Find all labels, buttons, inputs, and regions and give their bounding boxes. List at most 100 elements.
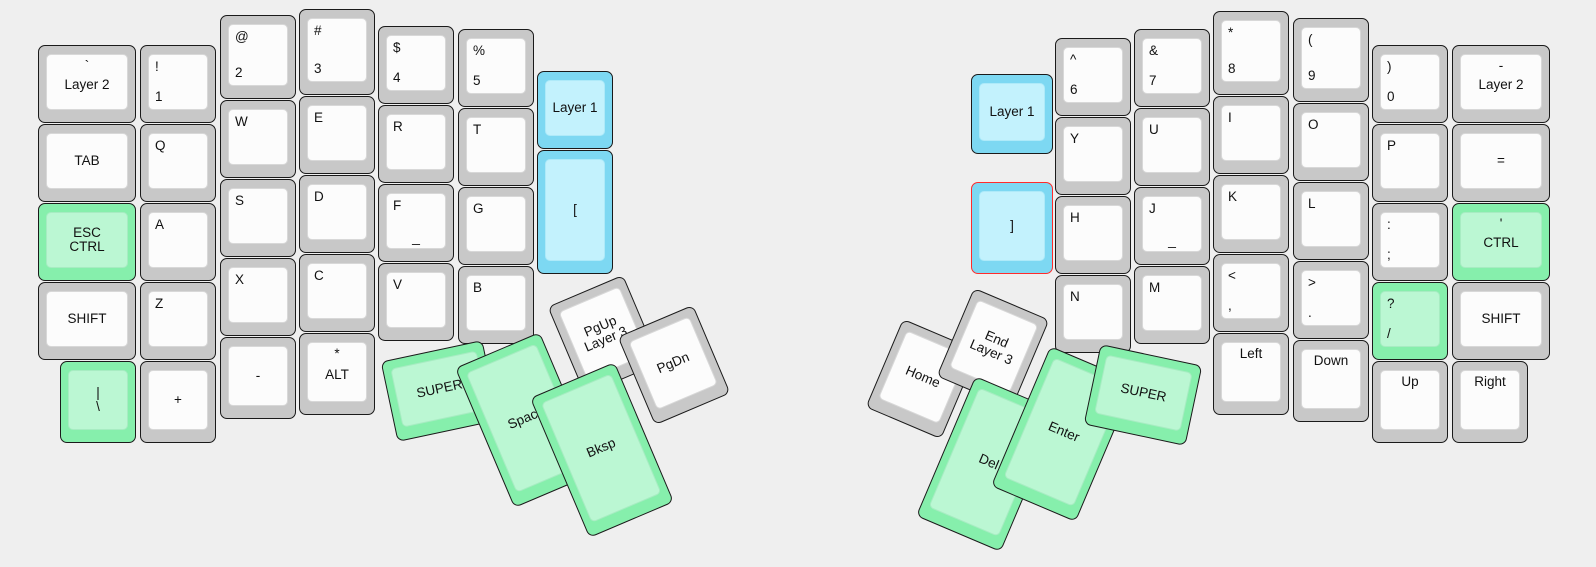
k-t[interactable]: T xyxy=(458,108,534,186)
k-right-cap: Right xyxy=(1460,370,1520,430)
k-s[interactable]: S xyxy=(220,179,296,257)
k-r[interactable]: R xyxy=(378,105,454,183)
k-equal[interactable]: = xyxy=(1452,124,1550,202)
k-semicolon-legend-bottom: ; xyxy=(1387,246,1391,262)
k-j-cap: J_ xyxy=(1142,196,1202,252)
k-left-legend: Left xyxy=(1239,346,1263,361)
k-left[interactable]: Left xyxy=(1213,333,1289,415)
k-a[interactable]: A xyxy=(140,203,216,281)
k-down[interactable]: Down xyxy=(1293,340,1369,422)
k-c[interactable]: C xyxy=(299,254,375,332)
k-quote-ctrl[interactable]: ' CTRL xyxy=(1452,203,1550,281)
k-m[interactable]: M xyxy=(1134,266,1210,344)
k-g[interactable]: G xyxy=(458,187,534,265)
k-i-cap: I xyxy=(1221,105,1281,161)
k-shift-l-legend-bottom: SHIFT xyxy=(67,310,107,326)
k-3[interactable]: #3 xyxy=(299,9,375,95)
k-8[interactable]: *8 xyxy=(1213,11,1289,95)
k-a-legend-top: A xyxy=(155,217,165,232)
k-2[interactable]: @2 xyxy=(220,15,296,99)
k-y[interactable]: Y xyxy=(1055,117,1131,195)
k-0[interactable]: )0 xyxy=(1372,45,1448,123)
k-m-cap: M xyxy=(1142,275,1202,331)
k-7-legend-top: & xyxy=(1149,43,1159,58)
k-j[interactable]: J_ xyxy=(1134,187,1210,265)
k-v[interactable]: V xyxy=(378,263,454,341)
k-minus-layer2[interactable]: -Layer 2 xyxy=(1452,45,1550,123)
k-quote-ctrl-legend-bottom: CTRL xyxy=(1483,235,1519,251)
k-pipe-bslash[interactable]: |\ xyxy=(60,361,136,443)
k-s-cap: S xyxy=(228,188,288,244)
k-z[interactable]: Z xyxy=(140,282,216,360)
k-4-cap: $4 xyxy=(386,35,446,91)
k-lbracket[interactable]: [ xyxy=(537,150,613,274)
k-plus-legend-bottom: + xyxy=(174,391,182,407)
k-7[interactable]: &7 xyxy=(1134,29,1210,107)
k-comma[interactable]: <, xyxy=(1213,254,1289,332)
k-0-cap: )0 xyxy=(1380,54,1440,110)
k-1[interactable]: !1 xyxy=(140,45,216,123)
k-u[interactable]: U xyxy=(1134,108,1210,186)
k-h[interactable]: H xyxy=(1055,196,1131,274)
k-k-cap: K xyxy=(1221,184,1281,240)
k-rbracket[interactable]: ] xyxy=(971,182,1053,274)
k-grave-layer2[interactable]: `Layer 2 xyxy=(38,45,136,123)
k-semicolon-legend-top: : xyxy=(1387,217,1391,232)
k-minus-layer2-legend-top: - xyxy=(1498,58,1504,73)
k-l[interactable]: L xyxy=(1293,182,1369,260)
k-slash-legend-bottom: / xyxy=(1387,325,1391,341)
k-star-alt[interactable]: *ALT xyxy=(299,333,375,415)
k-shift-r[interactable]: SHIFT xyxy=(1452,282,1550,360)
k-s-legend-top: S xyxy=(235,193,245,208)
k-slash-cap: ?/ xyxy=(1380,291,1440,347)
k-right[interactable]: Right xyxy=(1452,361,1528,443)
k-d[interactable]: D xyxy=(299,175,375,253)
k-slash[interactable]: ?/ xyxy=(1372,282,1448,360)
k-x-cap: X xyxy=(228,267,288,323)
k-pipe-bslash-legend: |\ xyxy=(96,384,100,414)
k-b[interactable]: B xyxy=(458,266,534,344)
k-e[interactable]: E xyxy=(299,96,375,174)
k-n[interactable]: N xyxy=(1055,275,1131,353)
k-o[interactable]: O xyxy=(1293,103,1369,181)
k-rbracket-legend-bottom: ] xyxy=(1010,217,1014,233)
k-7-cap: &7 xyxy=(1142,38,1202,94)
k-6[interactable]: ^6 xyxy=(1055,38,1131,116)
k-e-cap: E xyxy=(307,105,367,161)
k-x[interactable]: X xyxy=(220,258,296,336)
k-grave-layer2-legend-bottom: Layer 2 xyxy=(64,77,110,93)
k-star-alt-legend-bottom: ALT xyxy=(325,367,349,383)
k-9[interactable]: (9 xyxy=(1293,18,1369,102)
k-v-legend-top: V xyxy=(393,277,403,292)
k-f[interactable]: F_ xyxy=(378,184,454,262)
k-plus[interactable]: + xyxy=(140,361,216,443)
k-minus[interactable]: - xyxy=(220,337,296,419)
k-i[interactable]: I xyxy=(1213,96,1289,174)
k-semicolon[interactable]: :; xyxy=(1372,203,1448,281)
k-tab[interactable]: TAB xyxy=(38,124,136,202)
k-layer1-r[interactable]: Layer 1 xyxy=(971,74,1053,154)
k-shift-l-cap: SHIFT xyxy=(46,291,128,347)
k-2-legend-bottom: 2 xyxy=(235,64,243,80)
k-quote-ctrl-legend-top: ' xyxy=(1499,216,1503,231)
k-up[interactable]: Up xyxy=(1372,361,1448,443)
k-layer1[interactable]: Layer 1 xyxy=(537,71,613,149)
k-3-legend-top: # xyxy=(314,23,322,38)
k-bksp-legend: Bksp xyxy=(584,434,618,461)
k-period[interactable]: >. xyxy=(1293,261,1369,339)
k-k[interactable]: K xyxy=(1213,175,1289,253)
k-equal-legend-bottom: = xyxy=(1497,152,1505,168)
k-q[interactable]: Q xyxy=(140,124,216,202)
k-d-cap: D xyxy=(307,184,367,240)
k-4[interactable]: $4 xyxy=(378,26,454,104)
k-star-alt-cap: *ALT xyxy=(307,342,367,402)
k-shift-l[interactable]: SHIFT xyxy=(38,282,136,360)
k-5[interactable]: %5 xyxy=(458,29,534,107)
k-f-homing-bump-icon: _ xyxy=(412,229,420,245)
k-p[interactable]: P xyxy=(1372,124,1448,202)
k-w[interactable]: W xyxy=(220,100,296,178)
k-9-cap: (9 xyxy=(1301,27,1361,89)
k-shift-r-legend-bottom: SHIFT xyxy=(1481,310,1521,326)
k-h-cap: H xyxy=(1063,205,1123,261)
